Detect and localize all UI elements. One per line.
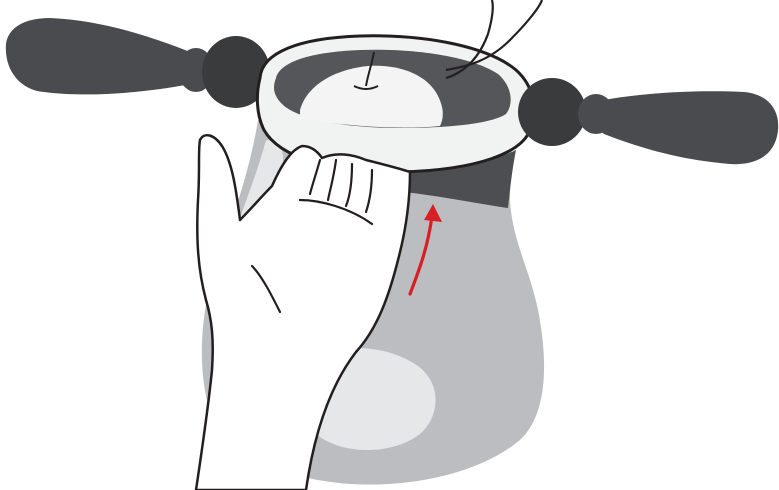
handle-right-paddle bbox=[598, 91, 778, 164]
handle-left-paddle bbox=[6, 18, 198, 94]
handle-right-knob bbox=[518, 78, 586, 146]
